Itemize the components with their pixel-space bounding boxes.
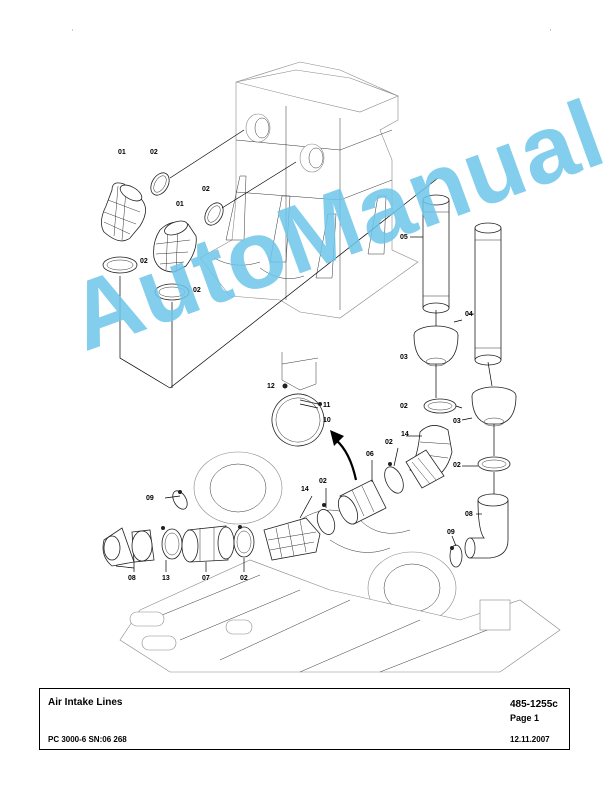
document-date: 12.11.2007 <box>510 735 550 744</box>
callout-02: 02 <box>150 149 158 156</box>
callout-02: 02 <box>385 439 393 446</box>
callout-09: 09 <box>146 495 154 502</box>
callout-02: 02 <box>400 403 408 410</box>
document-number: 485-1255c <box>510 699 558 710</box>
callout-12: 12 <box>267 383 275 390</box>
lower-hose-assembly <box>102 449 454 567</box>
callout-05: 05 <box>400 234 408 241</box>
elbow-hose-01-upper <box>101 182 146 242</box>
callout-01: 01 <box>118 149 126 156</box>
callout-02: 02 <box>140 258 148 265</box>
clamps-right <box>423 398 511 472</box>
callout-labels: 01 02 02 01 02 02 05 04 03 03 02 02 14 1… <box>118 149 473 582</box>
hose-clamps-top <box>102 172 224 301</box>
leader-lines-bottom <box>115 236 482 572</box>
callout-01: 01 <box>176 201 184 208</box>
callout-06: 06 <box>366 451 374 458</box>
callout-02: 02 <box>240 575 248 582</box>
callout-02: 02 <box>193 287 201 294</box>
callout-02: 02 <box>453 462 461 469</box>
callout-14: 14 <box>301 486 309 493</box>
title-block: Air Intake Lines 485-1255c Page 1 PC 300… <box>39 688 570 750</box>
exploded-parts-diagram: 01 02 02 01 02 02 05 04 03 03 02 02 14 1… <box>72 29 561 673</box>
elbow-08-right <box>449 493 509 568</box>
callout-11: 11 <box>323 402 331 409</box>
callout-02: 02 <box>202 186 210 193</box>
callout-03: 03 <box>453 418 461 425</box>
machine-model: PC 3000-6 SN:06 268 <box>48 735 127 744</box>
engine-ghost <box>119 451 561 673</box>
tube-05 <box>422 194 450 314</box>
document-title: Air Intake Lines <box>48 697 123 708</box>
leader-lines-right <box>435 310 495 496</box>
callout-08: 08 <box>465 511 473 518</box>
callout-10: 10 <box>323 417 331 424</box>
callout-04: 04 <box>465 311 473 318</box>
callout-07: 07 <box>202 575 210 582</box>
direction-arrow <box>330 430 358 481</box>
callout-08: 08 <box>128 575 136 582</box>
reducers-03 <box>413 325 517 427</box>
callout-14: 14 <box>401 431 409 438</box>
callout-03: 03 <box>400 354 408 361</box>
leader-lines-top <box>119 129 439 389</box>
callout-09: 09 <box>447 529 455 536</box>
bracket-clamp-10 <box>271 352 325 447</box>
elbow-hose-01-lower <box>153 220 197 273</box>
callout-02: 02 <box>319 478 327 485</box>
tube-04 <box>474 222 502 366</box>
callout-13: 13 <box>162 575 170 582</box>
air-filter-housing <box>199 61 419 319</box>
page-number: Page 1 <box>510 713 540 723</box>
